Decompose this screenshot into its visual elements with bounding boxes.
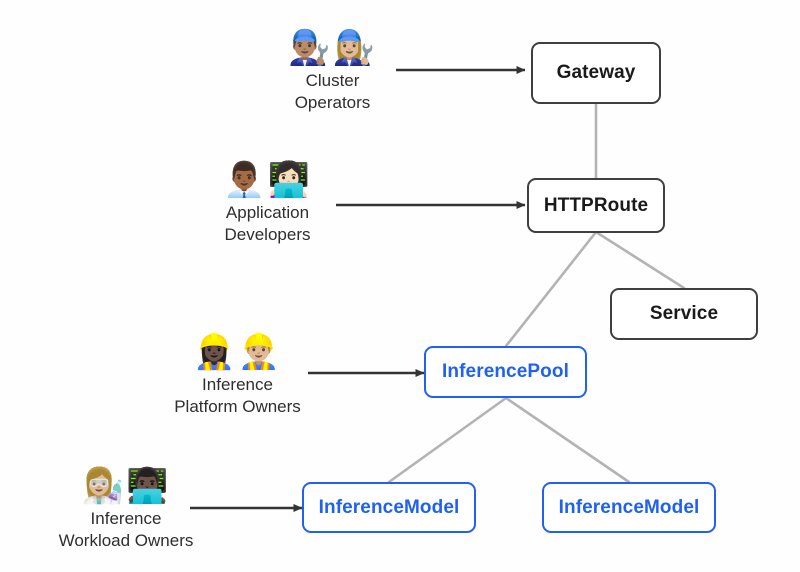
node-inferencepool[interactable]: InferencePool	[424, 346, 587, 398]
persona-application-developers: 👨🏾‍💼👩🏻‍💻 Application Developers	[190, 160, 345, 246]
node-inferencepool-label: InferencePool	[442, 361, 569, 382]
node-service-label: Service	[649, 303, 719, 324]
cluster-operators-icons: 👨🏽‍🔧👩🏼‍🔧	[288, 28, 377, 68]
node-gateway-label: Gateway	[556, 62, 636, 83]
edge-inferencepool-model1	[387, 396, 508, 484]
persona-inference-platform-owners: 👷🏿‍♀️👷🏼‍♂️ Inference Platform Owners	[155, 332, 320, 418]
edge-httproute-inferencepool	[504, 230, 598, 348]
node-inferencemodel-2-label: InferenceModel	[558, 496, 700, 518]
persona-inference-workload-owners: 👩🏼‍🔬👨🏿‍💻 Inference Workload Owners	[42, 466, 210, 552]
inference-workload-owners-label: Inference Workload Owners	[58, 509, 194, 550]
node-inferencemodel-1-label: InferenceModel	[318, 496, 460, 518]
node-httproute[interactable]: HTTPRoute	[527, 178, 665, 233]
node-httproute-label: HTTPRoute	[543, 194, 649, 216]
node-gateway[interactable]: Gateway	[531, 42, 661, 104]
application-developers-icons: 👨🏾‍💼👩🏻‍💻	[223, 160, 312, 200]
inference-platform-owners-icons: 👷🏿‍♀️👷🏼‍♂️	[193, 332, 282, 372]
node-inferencemodel-2[interactable]: InferenceModel	[542, 482, 716, 533]
cluster-operators-label: Cluster Operators	[294, 71, 371, 112]
edge-inferencepool-model2	[504, 396, 631, 484]
inference-platform-owners-label: Inference Platform Owners	[174, 375, 301, 416]
edge-httproute-service	[594, 230, 686, 290]
application-developers-label: Application Developers	[224, 203, 311, 244]
node-service[interactable]: Service	[610, 288, 758, 340]
node-inferencemodel-1[interactable]: InferenceModel	[302, 482, 476, 533]
inference-workload-owners-icons: 👩🏼‍🔬👨🏿‍💻	[81, 466, 171, 506]
persona-arrows	[190, 66, 526, 512]
persona-cluster-operators: 👨🏽‍🔧👩🏼‍🔧 Cluster Operators	[255, 28, 410, 114]
